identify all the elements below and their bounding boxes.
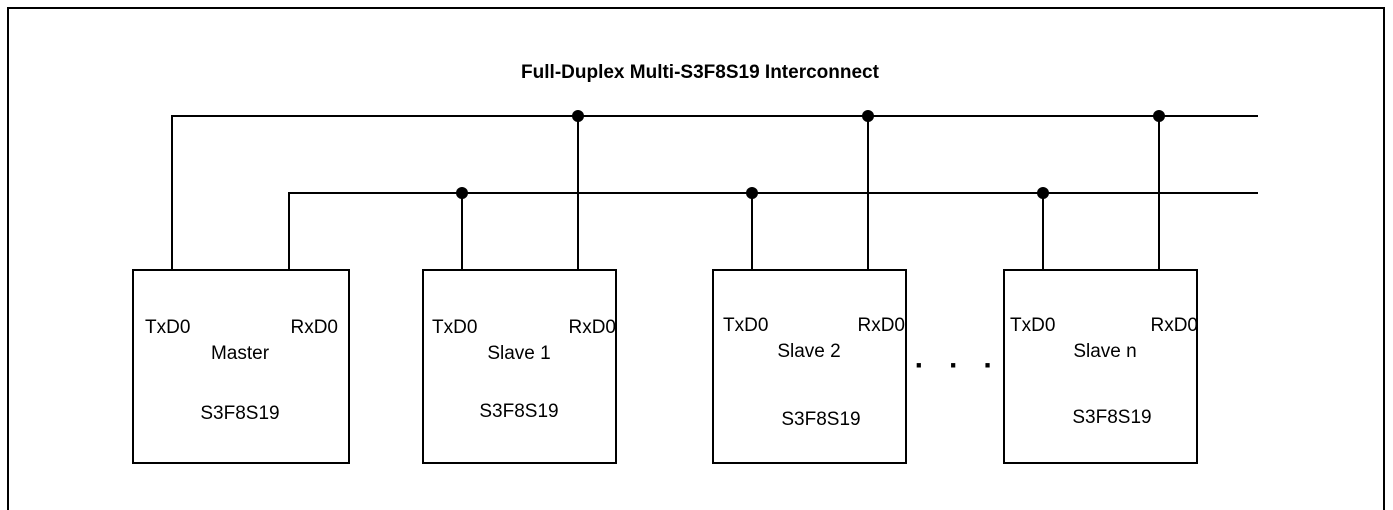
tx-pin-label: TxD0 [145, 317, 190, 338]
device-slave-1: TxD0 RxD0 Slave 1 S3F8S19 [422, 269, 617, 464]
device-role-label: Slave 1 [487, 343, 550, 364]
device-slave-2: TxD0 RxD0 Slave 2 S3F8S19 [712, 269, 907, 464]
device-role-label: Slave n [1073, 341, 1136, 362]
tx-pin-label: TxD0 [432, 317, 477, 338]
rx-pin-label: RxD0 [1150, 315, 1198, 336]
bus-line-lower [288, 192, 1258, 270]
diagram-title: Full-Duplex Multi-S3F8S19 Interconnect [521, 62, 880, 83]
device-master: TxD0 RxD0 Master S3F8S19 [132, 269, 350, 464]
junction-dot [572, 110, 584, 122]
device-chip-label: S3F8S19 [1072, 407, 1151, 428]
junction-dot [1153, 110, 1165, 122]
junction-dot [746, 187, 758, 199]
rx-pin-label: RxD0 [857, 315, 905, 336]
bus-line-upper [171, 115, 1258, 270]
diagram-frame [7, 7, 1385, 510]
device-chip-label: S3F8S19 [479, 401, 558, 422]
device-slave-n: TxD0 RxD0 Slave n S3F8S19 [1003, 269, 1198, 464]
junction-dot [862, 110, 874, 122]
device-chip-label: S3F8S19 [781, 409, 860, 430]
device-role-label: Master [211, 343, 270, 364]
junction-dot [456, 187, 468, 199]
rx-pin-label: RxD0 [290, 317, 338, 338]
tx-pin-label: TxD0 [1010, 315, 1055, 336]
more-devices-ellipsis: · · · [915, 349, 1002, 382]
rx-pin-label: RxD0 [568, 317, 616, 338]
device-chip-label: S3F8S19 [200, 403, 279, 424]
tx-pin-label: TxD0 [723, 315, 768, 336]
device-role-label: Slave 2 [777, 341, 840, 362]
junction-dot [1037, 187, 1049, 199]
